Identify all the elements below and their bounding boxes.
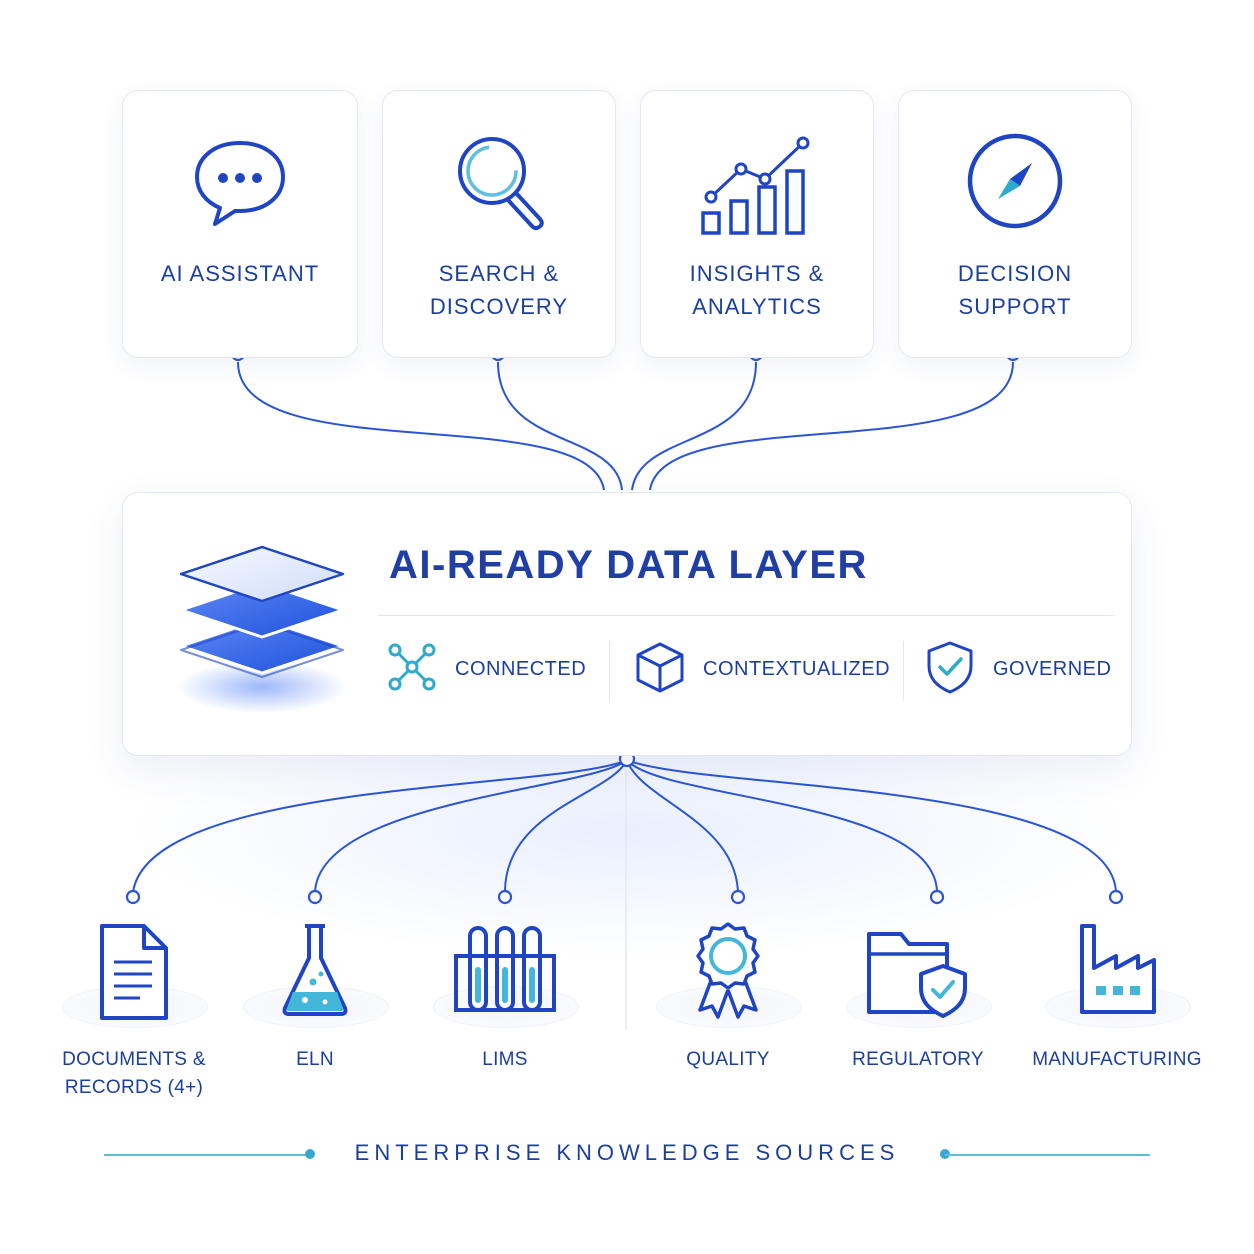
port-documents — [125, 889, 141, 905]
card-label: SEARCH & DISCOVERY — [429, 261, 569, 319]
property-label: GOVERNED — [993, 657, 1112, 680]
source-label: DOCUMENTS & RECORDS (4+) — [62, 1049, 206, 1098]
connector-ai-assistant — [237, 361, 605, 491]
source-quality[interactable]: QUALITY — [628, 910, 828, 1110]
cube-icon — [633, 640, 687, 699]
connector-manufacturing — [626, 759, 1117, 893]
separator — [903, 641, 904, 701]
card-insights-analytics[interactable]: INSIGHTS & ANALYTICS — [640, 90, 874, 358]
factory-icon — [1017, 920, 1217, 1020]
property-connected: CONNECTED — [385, 639, 586, 699]
test-tubes-icon — [405, 920, 605, 1020]
ai-ready-data-layer-panel: AI-READY DATA LAYER CONNECTED — [122, 492, 1132, 756]
source-label: MANUFACTURING — [1032, 1049, 1202, 1070]
layers-stack-icon — [167, 519, 357, 719]
magnifier-icon — [383, 131, 615, 231]
source-eln[interactable]: ELN — [215, 910, 415, 1110]
port-lims — [497, 889, 513, 905]
port-regulatory — [929, 889, 945, 905]
card-ai-assistant[interactable]: AI ASSISTANT — [122, 90, 358, 358]
source-label: ELN — [296, 1049, 334, 1070]
footer-rule-left — [104, 1154, 310, 1156]
connector-lims — [504, 759, 628, 893]
connector-search-discovery — [497, 361, 623, 491]
property-label: CONTEXTUALIZED — [703, 657, 891, 680]
award-badge-icon — [628, 920, 828, 1020]
footer-dot-left — [305, 1149, 315, 1159]
card-search-discovery[interactable]: SEARCH & DISCOVERY — [382, 90, 616, 358]
connector-eln — [314, 759, 628, 893]
network-nodes-icon — [385, 640, 439, 699]
card-label: INSIGHTS & ANALYTICS — [689, 261, 825, 319]
bar-line-chart-icon — [641, 131, 873, 235]
compass-icon — [899, 131, 1131, 231]
flask-icon — [215, 920, 415, 1020]
property-contextualized: CONTEXTUALIZED — [633, 639, 890, 699]
connector-quality — [626, 759, 739, 893]
card-decision-support[interactable]: DECISION SUPPORT — [898, 90, 1132, 358]
footer-caption: ENTERPRISE KNOWLEDGE SOURCES — [0, 1134, 1254, 1174]
title-divider — [377, 615, 1115, 616]
source-label: QUALITY — [686, 1049, 770, 1070]
connector-decision-support — [649, 361, 1014, 491]
footer-rule-right — [945, 1154, 1150, 1156]
document-icon — [34, 920, 234, 1020]
page-title: AI-READY DATA LAYER — [389, 543, 868, 587]
shield-check-icon — [923, 640, 977, 699]
source-lims[interactable]: LIMS — [405, 910, 605, 1110]
folder-shield-icon — [818, 920, 1018, 1020]
connector-documents — [132, 759, 628, 893]
footer-label: ENTERPRISE KNOWLEDGE SOURCES — [354, 1140, 900, 1165]
source-documents-records[interactable]: DOCUMENTS & RECORDS (4+) — [34, 910, 234, 1110]
connector-insights-analytics — [631, 361, 757, 491]
connector-regulatory — [626, 759, 938, 893]
source-label: REGULATORY — [852, 1049, 984, 1070]
property-governed: GOVERNED — [923, 639, 1111, 699]
port-quality — [730, 889, 746, 905]
port-manufacturing — [1108, 889, 1124, 905]
port-eln — [307, 889, 323, 905]
source-regulatory[interactable]: REGULATORY — [818, 910, 1018, 1110]
separator — [609, 641, 610, 701]
source-manufacturing[interactable]: MANUFACTURING — [1017, 910, 1217, 1110]
card-label: DECISION SUPPORT — [957, 261, 1073, 319]
source-label: LIMS — [482, 1049, 528, 1070]
property-label: CONNECTED — [455, 657, 587, 680]
card-label: AI ASSISTANT — [160, 261, 320, 286]
chat-bubble-icon — [123, 131, 357, 231]
